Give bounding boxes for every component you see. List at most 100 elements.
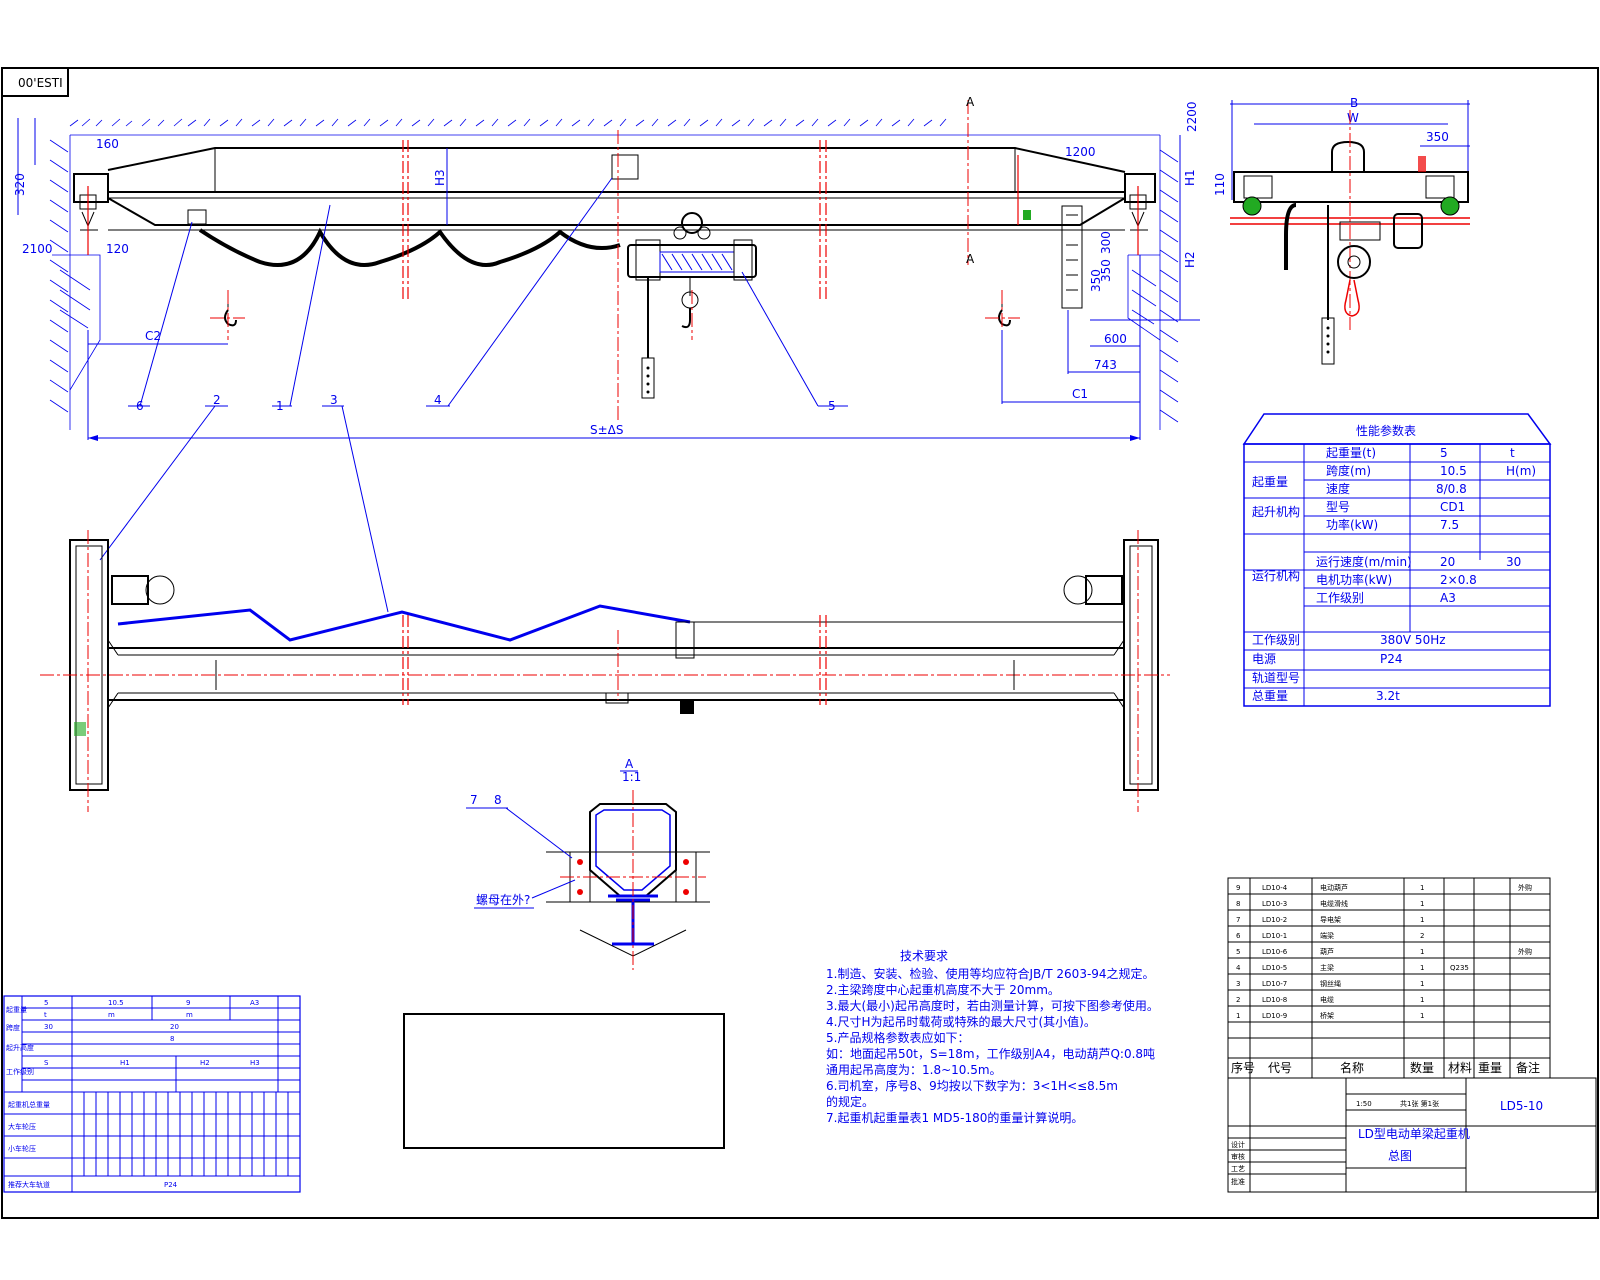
- dim-350-b: 350: [1089, 269, 1103, 292]
- tech-req-line-8: 6.司机室，序号8、9均按以下数字为：3<1H<≤8.5m: [826, 1078, 1118, 1093]
- callout-6: 6: [136, 399, 144, 413]
- param-row-9-v1: 380V 50Hz: [1380, 633, 1446, 647]
- dim-600: 600: [1104, 332, 1127, 346]
- part-2-qty: 1: [1420, 900, 1424, 908]
- tech-req-line-4: 4.尺寸H为起吊时载荷或特殊的最大尺寸(其小值)。: [826, 1014, 1096, 1029]
- param-row-5-name: 功率(kW): [1326, 517, 1378, 532]
- dim-120: 120: [106, 242, 129, 256]
- title-role-approve: 批准: [1231, 1177, 1245, 1186]
- left-table-r2c1: t: [44, 1011, 47, 1019]
- section-label: A: [625, 757, 634, 771]
- part-2-code: LD10-3: [1262, 900, 1287, 908]
- left-table-r2c3: m: [186, 1011, 193, 1019]
- blank-box: [403, 1013, 725, 1149]
- dim-320: 320: [13, 173, 27, 196]
- tech-req-line-5: 5.产品规格参数表应如下：: [826, 1030, 969, 1045]
- parts-header-code: 代号: [1268, 1061, 1292, 1075]
- part-5-qty: 1: [1420, 948, 1424, 956]
- left-table-r3c2: 20: [170, 1023, 179, 1031]
- title-role-process: 工艺: [1231, 1165, 1245, 1173]
- front-elevation: [73, 100, 1156, 420]
- tech-requirements: 技术要求 1.制造、安装、检验、使用等均应符合JB/T 2603-94之规定。 …: [826, 949, 1159, 1125]
- dim-350-side: 350: [1426, 130, 1449, 144]
- dim-110: 110: [1213, 173, 1227, 196]
- left-table: 起重量 跨度 起升高度 工作级别 5 10.5 9 A3 t m m 30 20…: [3, 995, 301, 1193]
- part-1-no: 9: [1236, 884, 1240, 892]
- tech-req-line-10: 7.起重机起重量表1 MD5-180的重量计算说明。: [826, 1110, 1083, 1125]
- part-1-name: 电动葫芦: [1320, 883, 1348, 892]
- param-row-2-v1: 10.5: [1440, 464, 1467, 478]
- title-role-check: 审核: [1231, 1152, 1245, 1161]
- parts-header-material: 材料: [1448, 1061, 1472, 1075]
- param-row-6-v2: 30: [1506, 555, 1521, 569]
- callout-3: 3: [330, 393, 338, 407]
- parts-header-remark: 备注: [1516, 1060, 1540, 1075]
- left-table-r1c4: A3: [250, 999, 259, 1007]
- title-block: LD型电动单梁起重机 总图 LD5-10 1:50 共1张 第1张 设计 审核 …: [1227, 1077, 1597, 1193]
- corner-tag: 00'ESTI: [18, 76, 63, 90]
- title-sheet: 共1张 第1张: [1400, 1099, 1439, 1108]
- part-1-note: 外购: [1518, 883, 1532, 892]
- tech-req-line-3: 3.最大(最小)起吊高度时，若由测量计算，可按下图参考使用。: [826, 998, 1159, 1013]
- dim-743: 743: [1094, 358, 1117, 372]
- tech-req-line-6: 如：地面起吊50t，S=18m，工作级别A4，电动葫芦Q:0.8吨: [826, 1046, 1155, 1061]
- part-6-code: LD10-5: [1262, 964, 1287, 972]
- parts-header-no: 序号: [1231, 1060, 1255, 1075]
- part-8-no: 2: [1236, 996, 1240, 1004]
- part-1-code: LD10-4: [1262, 884, 1288, 892]
- left-table-r3c3: 8: [170, 1035, 174, 1043]
- param-row-10-v1: P24: [1380, 652, 1403, 666]
- part-7-code: LD10-7: [1262, 980, 1287, 988]
- h3-dimension: H3: [433, 169, 447, 186]
- part-3-no: 7: [1236, 916, 1240, 924]
- part-8-qty: 1: [1420, 996, 1424, 1004]
- part-5-note: 外购: [1518, 947, 1532, 956]
- dim-w: W: [1347, 111, 1359, 125]
- front-dimensions: S±ΔS C2 C1 743 600 H3 1200 160 320 2100 …: [13, 95, 1200, 441]
- c1-dimension: C1: [1072, 387, 1088, 401]
- part-2-name: 电缆滑线: [1320, 899, 1348, 908]
- left-table-header-1: 起重量: [6, 1006, 27, 1014]
- callout-4: 4: [434, 393, 442, 407]
- callout-1: 1: [276, 399, 284, 413]
- title-company: LD型电动单梁起重机: [1358, 1126, 1470, 1141]
- left-table-footer-3: 小车轮压: [8, 1144, 36, 1153]
- title-drawing-name: 总图: [1388, 1149, 1412, 1163]
- dim-2100: 2100: [22, 242, 53, 256]
- param-left-label-6: 轨道型号: [1252, 671, 1300, 685]
- param-row-2-name: 跨度(m): [1326, 463, 1371, 478]
- param-table: 性能参数表 起重量 起升机构 运行机构 工作级别 电源 轨道型号 总重量 起重量…: [1242, 413, 1552, 707]
- tech-req-line-9: 的规定。: [826, 1094, 874, 1109]
- left-table-header-2: 跨度: [6, 1023, 20, 1032]
- param-left-label-1: 起重量: [1252, 475, 1288, 489]
- h1-dimension: H1: [1183, 169, 1197, 186]
- dim-2200: 2200: [1185, 101, 1199, 132]
- title-scale: 1:50: [1356, 1100, 1372, 1108]
- param-row-1-v1: 5: [1440, 446, 1448, 460]
- title-role-design: 设计: [1231, 1140, 1245, 1149]
- part-7-no: 3: [1236, 980, 1240, 988]
- part-9-code: LD10-9: [1262, 1012, 1287, 1020]
- part-4-no: 6: [1236, 932, 1241, 940]
- title-drawing-no: LD5-10: [1500, 1099, 1543, 1113]
- part-4-code: LD10-1: [1262, 932, 1287, 940]
- part-6-qty: 1: [1420, 964, 1424, 972]
- dim-160: 160: [96, 137, 119, 151]
- h2-dimension: H2: [1183, 251, 1197, 268]
- section-mark-bottom: A: [966, 252, 975, 266]
- param-row-11-v1: 3.2t: [1376, 689, 1400, 703]
- param-row-7-v1: 2×0.8: [1440, 573, 1477, 587]
- param-row-6-name: 运行速度(m/min): [1316, 554, 1412, 569]
- left-table-r2c2: m: [108, 1011, 115, 1019]
- part-5-code: LD10-6: [1262, 948, 1288, 956]
- section-scale: 1:1: [622, 770, 641, 784]
- left-table-footer-value: P24: [164, 1181, 178, 1189]
- span-dimension: S±ΔS: [590, 423, 624, 437]
- left-table-r4c3: H2: [200, 1059, 210, 1067]
- part-3-code: LD10-2: [1262, 916, 1287, 924]
- left-table-r4c2: H1: [120, 1059, 130, 1067]
- param-row-7-name: 电机功率(kW): [1316, 572, 1392, 587]
- part-9-no: 1: [1236, 1012, 1240, 1020]
- callout-5: 5: [828, 399, 836, 413]
